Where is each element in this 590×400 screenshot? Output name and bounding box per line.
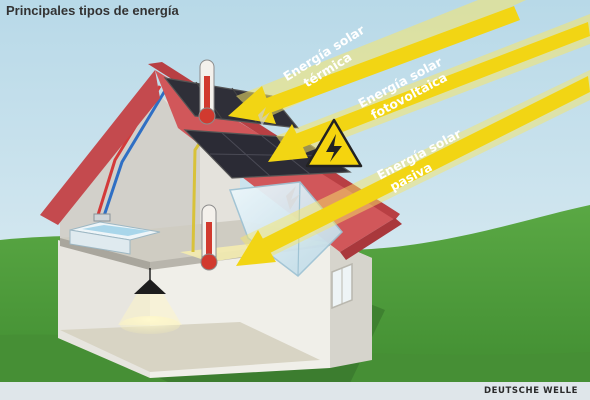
lightning-bolt: [258, 107, 270, 126]
roof-left-slope: [40, 70, 160, 225]
thermometer-icon: [198, 59, 216, 125]
bathtub-water: [82, 225, 150, 236]
thermometer-icon: [200, 204, 218, 271]
bathtub-side: [69, 229, 131, 255]
tap: [93, 213, 111, 222]
arrow-termica: [228, 6, 520, 124]
cold-water-pipe: [102, 88, 168, 217]
lamp-light-cone: [118, 292, 182, 325]
lower-floor: [60, 322, 320, 372]
arrow-fotovoltaica: [268, 22, 590, 162]
credit-bar: [0, 382, 590, 400]
lightning-bolt: [286, 186, 300, 210]
roof-eave: [340, 218, 402, 260]
arrow-pasiva: [236, 76, 590, 266]
lamp-icon: [134, 279, 166, 294]
publisher-credit: DEUTSCHE WELLE: [483, 386, 578, 396]
warning-high-voltage-icon: [305, 118, 363, 168]
lamp-light-pool: [120, 316, 180, 334]
gable-side-wall: [160, 95, 240, 252]
page-title: Principales tipos de energía: [6, 3, 179, 18]
